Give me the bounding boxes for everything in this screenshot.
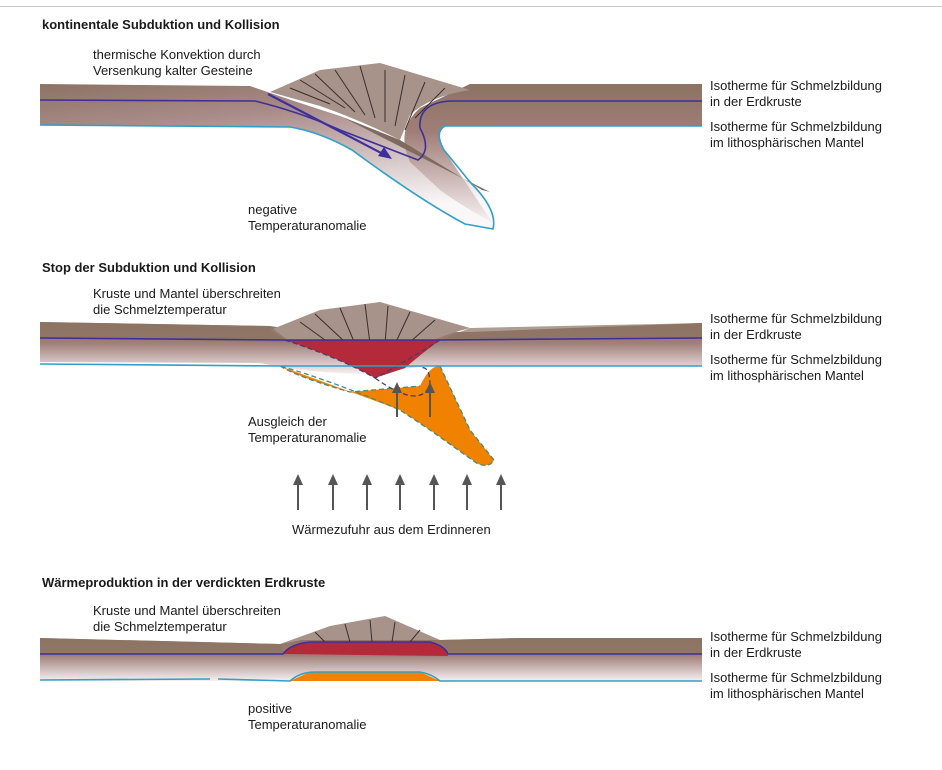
panel2-diagram (39, 302, 703, 510)
mountain-2 (270, 302, 470, 342)
mountain-fault-lines (289, 65, 446, 131)
panel3-title: Wärmeproduktion in der verdickten Erdkru… (42, 575, 326, 590)
mantle-melt-zone-3 (290, 672, 440, 681)
subducting-plate (40, 84, 494, 229)
isotherm-mantle-line-1 (39, 124, 702, 230)
mountain-fault-lines-3 (314, 619, 421, 643)
label-heat-supply: Wärmezufuhr aus dem Erdinneren (292, 522, 491, 537)
mountain-fault-lines-2 (299, 303, 436, 345)
mountain-3 (280, 616, 440, 644)
panel1-title: kontinentale Subduktion und Kollision (42, 17, 280, 32)
isotherm-mantle-line-3 (39, 671, 702, 682)
heat-supply-arrows (293, 474, 506, 510)
isotherm-mantle-line-2 (39, 363, 702, 367)
panel1-diagram (39, 63, 702, 230)
inner-heat-arrows (392, 382, 435, 417)
crust-melt-zone-3 (283, 642, 448, 656)
overriding-plate (404, 84, 702, 222)
panel2-title: Stop der Subduktion und Kollision (42, 260, 256, 275)
isotherm-crust-line-3 (40, 641, 702, 655)
isotherm-crust-line-1 (39, 99, 702, 161)
top-divider-line (0, 6, 942, 7)
panel3-diagram (39, 616, 702, 682)
crust-melt-zone (285, 340, 440, 378)
convection-arrow (267, 93, 386, 156)
isotherm-crust-line-2 (39, 337, 703, 341)
mantle-melt-zone (280, 365, 494, 466)
